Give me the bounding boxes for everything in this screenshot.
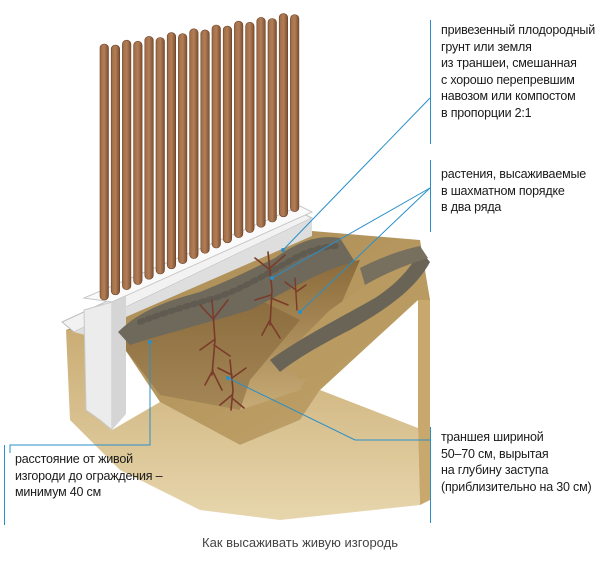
fence-plank bbox=[267, 18, 277, 223]
fence-plank bbox=[155, 37, 165, 275]
leader-plants-a bbox=[271, 187, 431, 279]
callout-plants-line: в два ряда bbox=[441, 200, 502, 214]
fence-plank bbox=[110, 44, 120, 296]
callout-plants: растения, высаживаемые в шахматном поряд… bbox=[430, 160, 586, 232]
callout-plants-line: растения, высаживаемые bbox=[441, 167, 586, 181]
callout-trench-line: на глубину заступа bbox=[441, 463, 549, 477]
callout-soil-line: навозом или компостом bbox=[441, 89, 576, 103]
fence-plank bbox=[189, 28, 199, 259]
callout-soil-line: с хорошо перепревшим bbox=[441, 72, 575, 87]
plant-1 bbox=[199, 299, 231, 391]
fence-plank bbox=[256, 17, 266, 228]
fence-plank bbox=[211, 24, 221, 249]
figure-caption: Как высаживать живую изгородь bbox=[202, 535, 398, 550]
fence-plank bbox=[278, 13, 289, 218]
plants bbox=[199, 251, 307, 411]
callout-trench-line: траншея шириной bbox=[441, 430, 544, 444]
fence-plank bbox=[166, 32, 176, 270]
plant-3 bbox=[217, 359, 247, 411]
fence-plank bbox=[290, 14, 300, 212]
plant-2 bbox=[254, 251, 289, 339]
leader-plants-b bbox=[299, 187, 431, 313]
callout-plants-line: в шахматном порядке bbox=[441, 183, 565, 198]
callout-distance-line: изгороди до ограждения – bbox=[15, 468, 163, 483]
leader-trench bbox=[227, 377, 430, 441]
callout-fence-distance: расстояние от живой изгороди до огражден… bbox=[4, 445, 163, 525]
callout-fertile-soil: привезенный плодородный грунт или земля … bbox=[430, 20, 595, 144]
callout-distance-line: расстояние от живой bbox=[15, 452, 133, 466]
soil-front-face bbox=[66, 322, 420, 520]
callout-soil-line: в пропорции 2:1 bbox=[441, 105, 532, 120]
mound-front bbox=[270, 250, 430, 372]
plant-4 bbox=[284, 277, 307, 311]
leader-lines bbox=[9, 97, 431, 453]
callout-distance-line: минимум 40 см bbox=[15, 485, 101, 499]
callout-trench: траншея шириной 50–70 см, вырытая на глу… bbox=[430, 427, 592, 523]
wooden-fence bbox=[99, 13, 300, 301]
fence-plank bbox=[122, 39, 132, 290]
callout-trench-line: 50–70 см, вырытая bbox=[441, 446, 549, 461]
fence-plank bbox=[99, 43, 109, 301]
mound-front-ridge bbox=[360, 246, 428, 285]
leader-dots bbox=[148, 248, 302, 380]
soil-right-face bbox=[418, 300, 430, 505]
fence-plank bbox=[234, 20, 244, 238]
mound-back-texture bbox=[137, 243, 341, 325]
fence-plank bbox=[144, 36, 154, 280]
callout-soil-line: из траншеи, смешанная bbox=[441, 56, 577, 70]
fence-plank bbox=[133, 40, 143, 285]
fence-plank bbox=[222, 25, 232, 244]
callout-soil-line: привезенный плодородный bbox=[441, 23, 595, 37]
fence-plank bbox=[178, 33, 188, 264]
fence-plank bbox=[200, 29, 210, 254]
callout-trench-line: (приблизительно на 30 см) bbox=[441, 479, 592, 494]
callout-soil-line: грунт или земля bbox=[441, 39, 532, 54]
fence-plank bbox=[245, 21, 255, 233]
leader-distance bbox=[9, 342, 151, 453]
leader-soil bbox=[282, 97, 431, 251]
